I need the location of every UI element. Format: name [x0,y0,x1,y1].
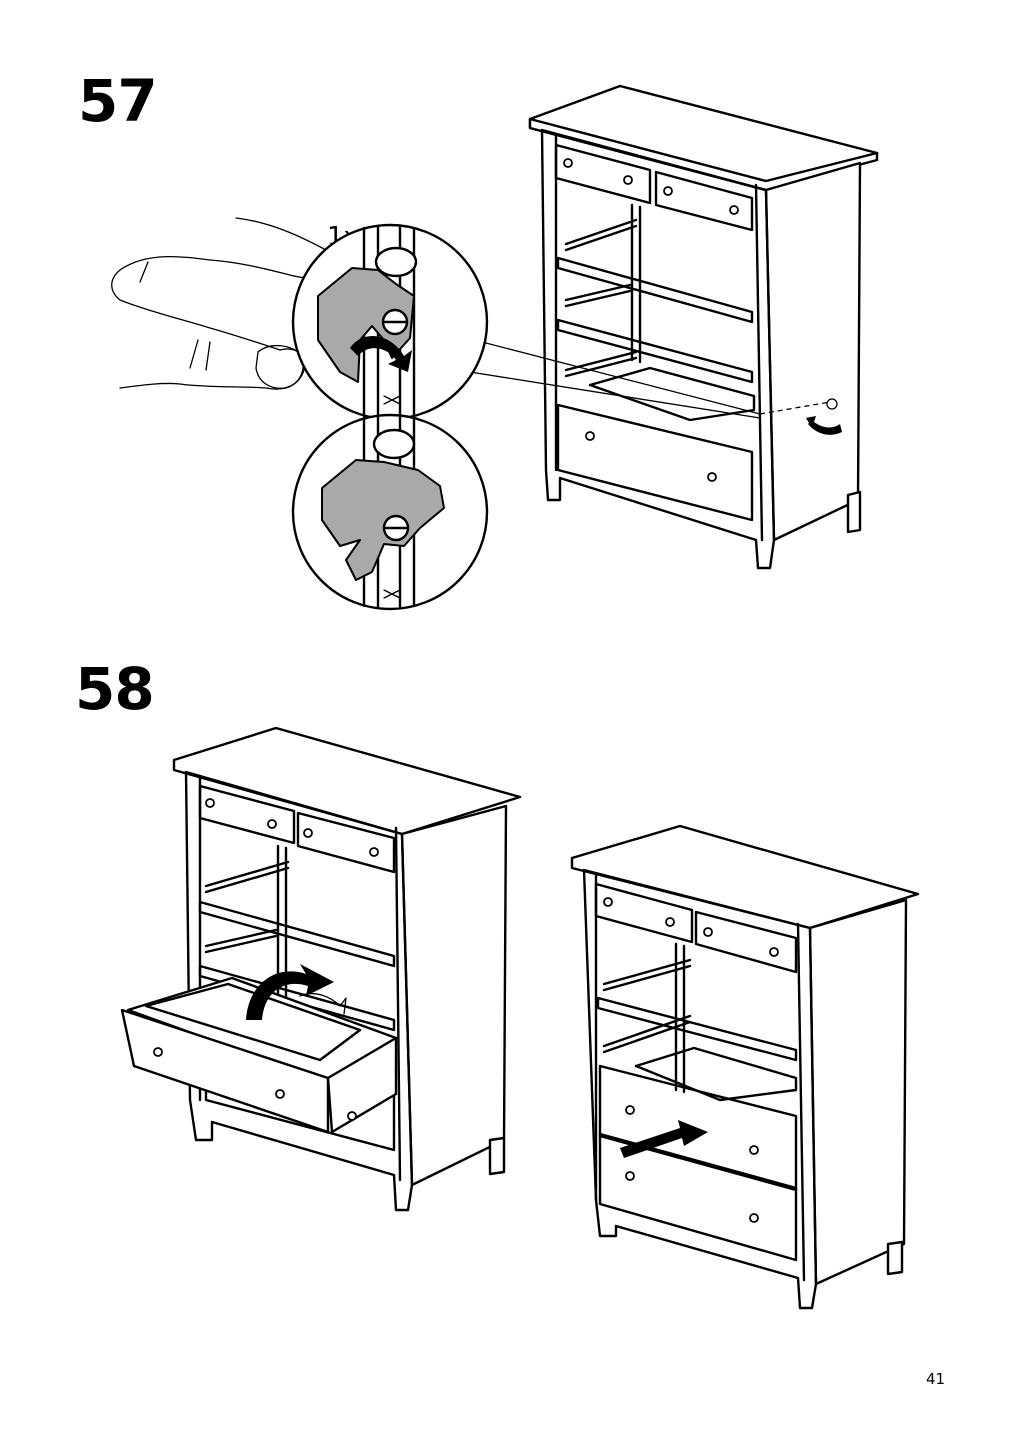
detail-callout-1 [291,223,489,421]
step-number-58: 58 [75,655,155,723]
step-number-57: 57 [78,67,158,135]
dresser-illustration-step58-open [120,726,522,1212]
page-number: 41 [926,1370,946,1388]
detail-callout-2 [291,413,489,611]
dresser-illustration-step57 [528,84,879,570]
dresser-illustration-step58-closed [570,824,920,1310]
